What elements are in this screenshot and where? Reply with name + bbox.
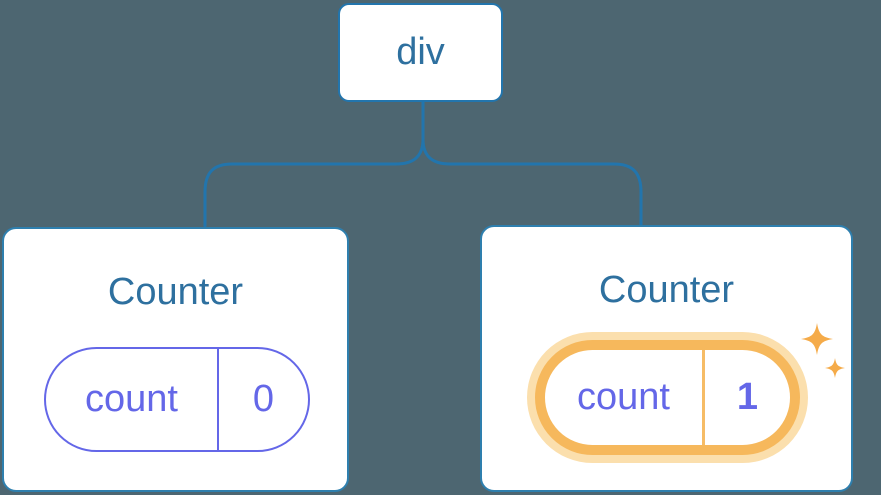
component-title: Counter	[598, 269, 735, 311]
state-key: count	[545, 350, 705, 445]
counter-card-right: Counter count 1	[480, 225, 853, 492]
connector-right-branch	[421, 99, 643, 227]
state-value: 1	[736, 376, 759, 418]
state-pill: count 0	[44, 347, 310, 452]
counter-card-left: Counter count 0	[2, 227, 349, 492]
component-title: Counter	[107, 271, 244, 313]
connector-left-branch	[203, 99, 425, 228]
state-pill-highlighted: count 1	[535, 340, 800, 455]
root-node-label: div	[396, 31, 445, 73]
state-value: 0	[252, 378, 275, 420]
state-key: count	[46, 349, 219, 450]
sparkle-icon	[801, 323, 845, 378]
root-node-div: div	[338, 3, 503, 102]
